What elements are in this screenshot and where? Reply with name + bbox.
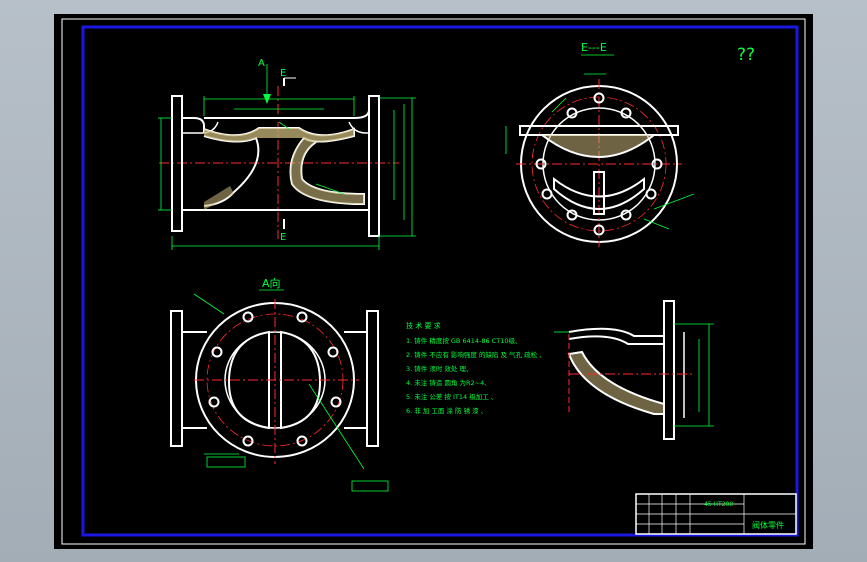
partition-hatch	[290, 138, 364, 204]
lower-web-hatch	[204, 186, 234, 210]
arrow-a-label: A	[258, 58, 265, 69]
cut-label-bottom: E	[280, 232, 286, 243]
section-ee-view: E---E	[505, 41, 695, 247]
arrow-a-head	[263, 94, 271, 104]
a-right-flange	[366, 310, 379, 447]
title-block: 45 HT200 阀体零件	[635, 493, 797, 535]
ee-bolt-holes	[535, 92, 663, 236]
side-section-view	[554, 300, 714, 440]
title-block-mid-text: 45 HT200	[704, 501, 733, 508]
ee-dimensions	[505, 73, 695, 230]
drawing-sheet: ??	[54, 14, 813, 549]
side-dimensions	[554, 323, 714, 427]
title-block-grid	[636, 494, 796, 534]
inner-frame	[81, 25, 799, 537]
a-view-title: A向	[262, 276, 281, 290]
title-block-name: 阀体零件	[752, 520, 784, 530]
section-ee-title: E---E	[581, 41, 607, 54]
a-dimensions	[193, 293, 389, 492]
corner-mark: ??	[737, 45, 755, 65]
note-line: 4. 未注 铸造 圆角 为R2~4、	[406, 378, 491, 387]
ee-rib	[593, 171, 605, 215]
cad-drawing: ??	[61, 18, 806, 545]
outer-border	[61, 18, 806, 545]
note-line: 5. 未注 公差 按 IT14 级加工 、	[406, 392, 497, 401]
note-line: 2. 铸件 不应有 影响强度 的缺陷 及 气孔 疏松 、	[406, 350, 546, 359]
side-top-wall	[568, 327, 664, 345]
ee-lower-web	[553, 176, 645, 210]
note-line: 6. 非 加 工面 涂 防 锈 漆 、	[406, 406, 487, 415]
partition-section-fill	[204, 128, 354, 142]
ee-partition	[541, 134, 655, 158]
right-flange	[368, 95, 380, 237]
left-flange	[171, 95, 183, 232]
side-flange	[663, 300, 675, 440]
note-line: 1. 铸件 精度按 GB 6414-86 CT10级、	[406, 336, 521, 345]
technical-notes: 技 术 要 求 1. 铸件 精度按 GB 6414-86 CT10级、 2. 铸…	[406, 321, 546, 415]
front-section-view: A E E	[158, 58, 416, 250]
body-top-wall	[182, 109, 370, 132]
cut-label-top: E	[280, 68, 286, 79]
side-curved-wall	[567, 350, 665, 415]
notes-title: 技 术 要 求	[406, 321, 441, 330]
front-dimensions	[158, 96, 416, 250]
a-bolt-holes	[208, 311, 342, 447]
a-direction-view: A向	[170, 276, 389, 492]
a-left-flange	[170, 310, 183, 447]
note-line: 3. 铸件 须时 效处 理、	[406, 364, 472, 373]
